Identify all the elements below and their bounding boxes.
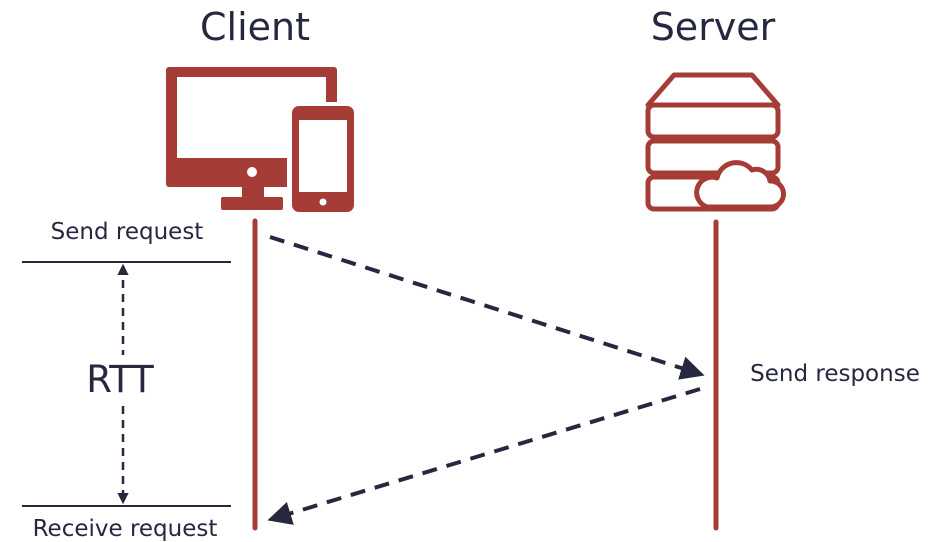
receive-request-label: Receive request xyxy=(33,516,218,542)
request-arrow xyxy=(269,235,705,380)
server-cloud-icon xyxy=(645,72,786,212)
desktop-and-phone-icon xyxy=(166,67,359,216)
rtt-label: RTT xyxy=(86,358,154,401)
response-arrow xyxy=(267,387,701,525)
send-response-label: Send response xyxy=(750,361,920,387)
server-title: Server xyxy=(651,5,776,49)
send-request-label: Send request xyxy=(51,219,204,245)
mobile-phone-icon xyxy=(287,102,359,216)
rtt-label-backdrop xyxy=(76,355,170,401)
client-title: Client xyxy=(200,5,310,49)
